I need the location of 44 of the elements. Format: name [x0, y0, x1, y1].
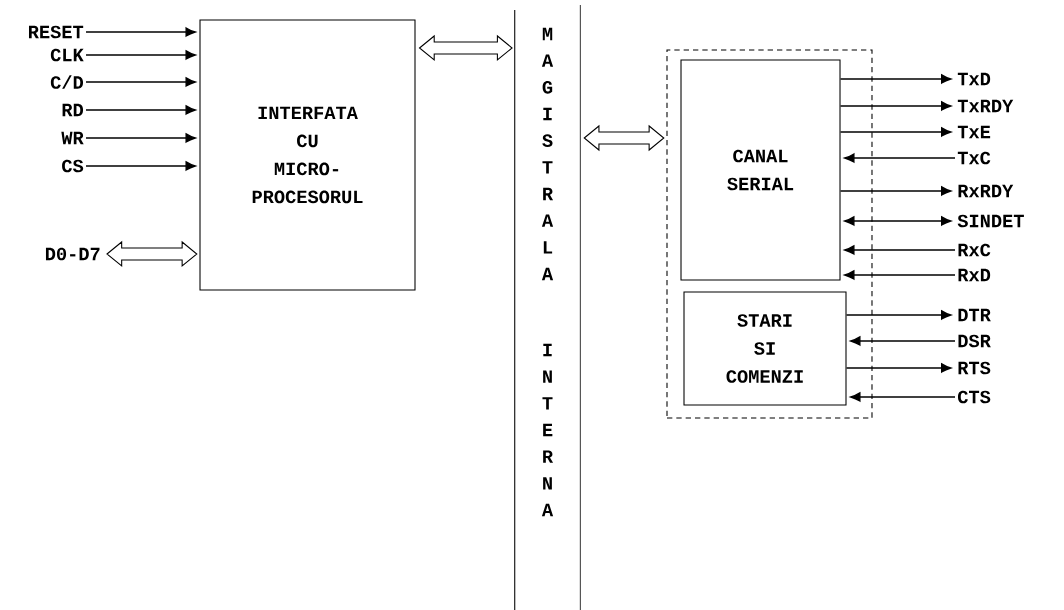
arrow	[839, 101, 952, 111]
signal-label: CLK	[50, 48, 84, 62]
signal-label: SINDET	[957, 214, 1024, 228]
signal-label: DTR	[958, 308, 991, 322]
signal-label: RxD	[958, 268, 991, 282]
arrow	[839, 74, 952, 84]
arrow	[850, 336, 956, 346]
signal-label: WR	[61, 131, 84, 145]
arrow	[844, 216, 952, 226]
arrow	[85, 27, 196, 37]
signal-label: TxC	[957, 151, 991, 165]
arrow	[85, 133, 196, 143]
signal-label: TxE	[957, 125, 991, 139]
arrow	[845, 363, 952, 373]
signal-label: CS	[62, 159, 84, 173]
group-frame	[666, 49, 873, 419]
arrow	[85, 161, 196, 171]
arrow	[839, 186, 952, 196]
block-box: CANAL SERIAL	[680, 59, 841, 281]
bus-arrow	[583, 124, 665, 152]
arrow	[844, 270, 956, 280]
arrow	[839, 127, 952, 137]
arrow	[85, 105, 196, 115]
signal-label: TxRDY	[957, 99, 1014, 113]
signal-label: TxD	[957, 72, 991, 86]
arrow	[845, 310, 952, 320]
arrow	[844, 245, 956, 255]
signal-label: DSR	[958, 334, 991, 348]
signal-label: RxC	[958, 243, 991, 257]
block-box: INTERFATA CU MICRO- PROCESORUL	[199, 19, 416, 291]
arrow	[85, 50, 196, 60]
arrow	[850, 392, 956, 402]
signal-label: RESET	[29, 25, 84, 39]
signal-label: C/D	[50, 75, 83, 89]
arrow	[844, 153, 956, 163]
bus-arrow	[106, 240, 198, 268]
block-box: STARI SI COMENZI	[683, 291, 847, 406]
signal-label: RD	[62, 103, 83, 117]
signal-label: CTS	[958, 390, 991, 404]
signal-label: RxRDY	[958, 184, 1014, 198]
arrow	[85, 77, 196, 87]
signal-label: D0-D7	[45, 247, 100, 261]
signal-label: RTS	[958, 361, 991, 375]
bus-band: MAGISTRALA INTERNA	[514, 4, 581, 610]
